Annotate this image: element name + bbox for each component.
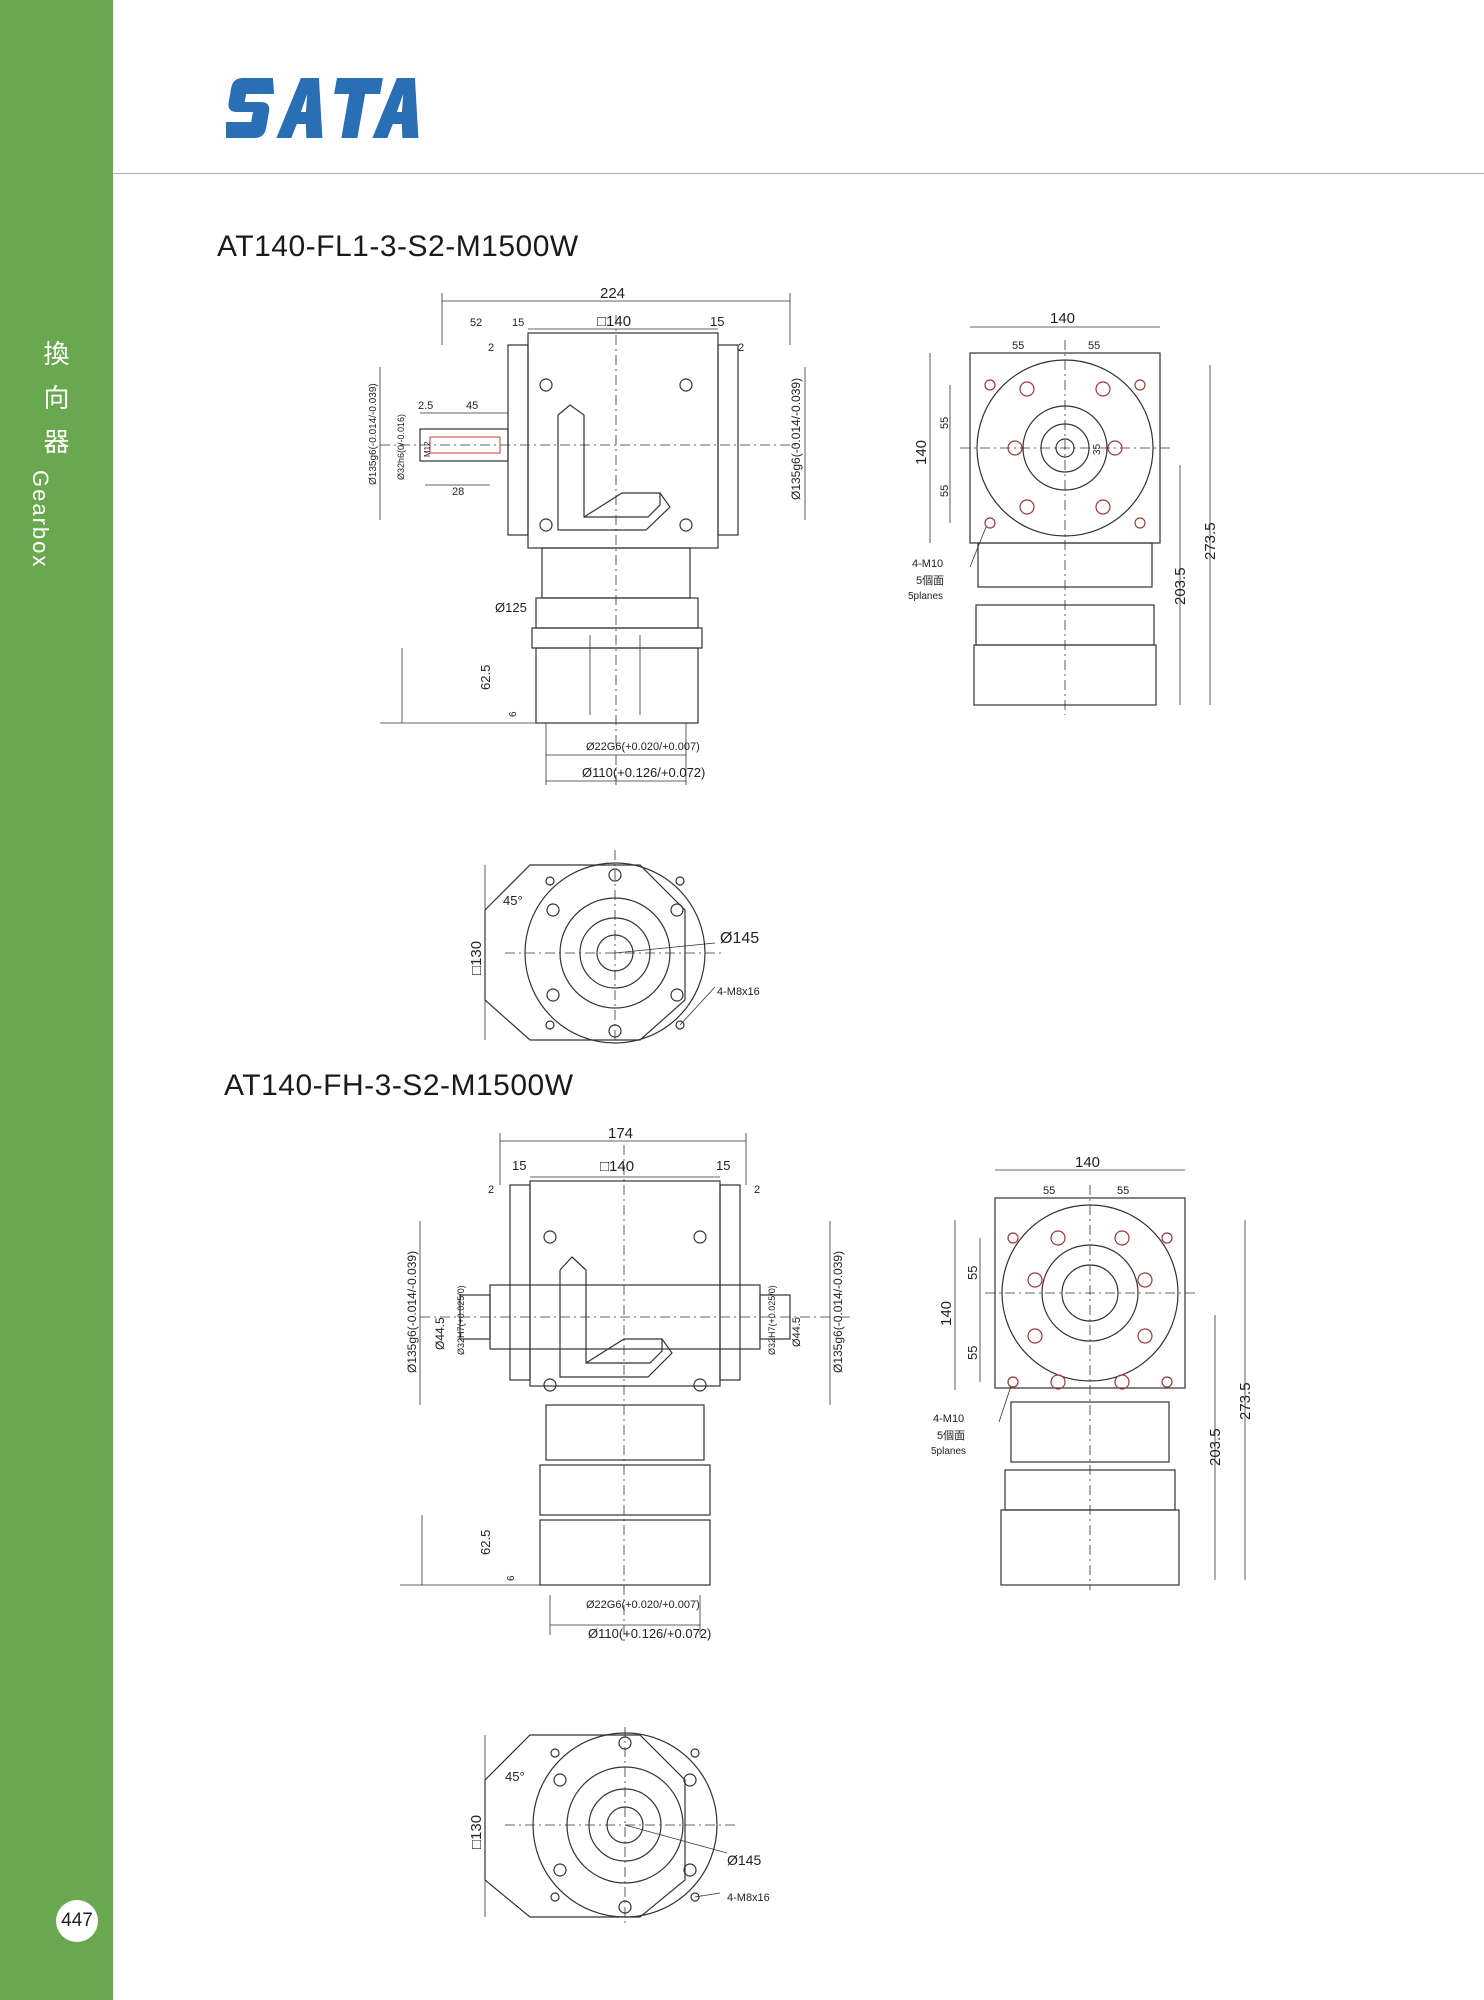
dim-hub-right: Ø44.5 bbox=[791, 1317, 803, 1347]
dim-flange-left: 52 bbox=[470, 317, 482, 329]
flange-pcd: Ø145 bbox=[720, 930, 759, 947]
dim-bore-right: Ø135g6(-0.014/-0.039) bbox=[789, 378, 803, 500]
end-height-total: 273.5 bbox=[1202, 522, 1219, 560]
dim-gap-left: 15 bbox=[512, 1158, 526, 1173]
dim-bore-left: Ø135g6(-0.014/-0.039) bbox=[405, 1251, 419, 1373]
end-tapped: 4-M10 bbox=[933, 1413, 964, 1425]
end-height-total: 273.5 bbox=[1237, 1382, 1254, 1420]
category-label-cn: 換 向 器 bbox=[43, 339, 70, 457]
flange-angle: 45° bbox=[505, 1769, 525, 1784]
end-planes-en: 5planes bbox=[931, 1446, 966, 1457]
model-title-2: AT140-FH-3-S2-M1500W bbox=[224, 1069, 574, 1102]
sata-logo bbox=[226, 78, 419, 138]
dim-bore-right: Ø135g6(-0.014/-0.039) bbox=[831, 1251, 845, 1373]
dim-square: □140 bbox=[600, 1158, 634, 1175]
dim-output-shaft: Ø22G6(+0.020/+0.007) bbox=[586, 741, 700, 753]
end-dim-height: 140 bbox=[938, 1301, 955, 1326]
page-number: 447 bbox=[56, 1900, 98, 1942]
dim-shaft-dia: Ø32h6(0/-0.016) bbox=[396, 414, 406, 480]
dim-hole-right: Ø32H7(+0.025/0) bbox=[767, 1285, 777, 1355]
end-dim-pitch-b: 55 bbox=[1088, 340, 1100, 352]
side-view-drawing-1: 224 52 15 □140 15 2 2 2.5 45 28 Ø135g6(-… bbox=[368, 285, 806, 785]
end-dim-width: 140 bbox=[1050, 310, 1075, 327]
dim-bore-left: Ø135g6(-0.014/-0.039) bbox=[368, 383, 379, 485]
dim-spigot: Ø110(+0.126/+0.072) bbox=[588, 1626, 711, 1641]
dim-gap-right: 15 bbox=[716, 1158, 730, 1173]
end-dim-pitch-a: 55 bbox=[1012, 340, 1024, 352]
dim-hole-left: Ø32H7(+0.025/0) bbox=[456, 1285, 466, 1355]
dim-gap-left: 15 bbox=[512, 317, 524, 329]
flange-holes: 4-M8x16 bbox=[727, 1892, 770, 1904]
dim-height: 62.5 bbox=[478, 665, 493, 690]
flange-pcd: Ø145 bbox=[727, 1852, 761, 1868]
end-planes-cn: 5個面 bbox=[937, 1429, 965, 1442]
dim-spigot: Ø110(+0.126/+0.072) bbox=[582, 765, 705, 780]
end-dim-pitch-b: 55 bbox=[1117, 1185, 1129, 1197]
side-view-drawing-2: 174 15 □140 15 2 2 Ø135g6(-0.014/-0.039)… bbox=[400, 1125, 850, 1645]
dim-flange-t: 6 bbox=[506, 1575, 517, 1581]
end-dim-key: 35 bbox=[1092, 443, 1103, 455]
dim-output-shaft: Ø22G6(+0.020/+0.007) bbox=[586, 1599, 700, 1611]
flange-view-drawing-2: □130 45° Ø145 4-M8x16 bbox=[468, 1727, 770, 1923]
dim-overall: 224 bbox=[600, 285, 625, 302]
end-planes-cn: 5個面 bbox=[916, 574, 944, 587]
dim-offset-right: 2 bbox=[754, 1184, 760, 1196]
dim-flange-t: 6 bbox=[508, 711, 519, 717]
dim-thread: M12 bbox=[423, 441, 432, 457]
dim-offset-right: 2 bbox=[738, 342, 744, 354]
dim-shaft-step: 2.5 bbox=[418, 400, 433, 412]
dim-overall: 174 bbox=[608, 1125, 633, 1142]
end-dim-width: 140 bbox=[1075, 1154, 1100, 1171]
model-title-1: AT140-FL1-3-S2-M1500W bbox=[217, 230, 579, 263]
dim-height: 62.5 bbox=[478, 1530, 493, 1555]
dim-gap-right: 15 bbox=[710, 314, 724, 329]
end-dim-pitch-v1: 55 bbox=[939, 417, 951, 429]
end-height-mid: 203.5 bbox=[1207, 1428, 1224, 1466]
dim-offset-left: 2 bbox=[488, 1184, 494, 1196]
dim-body-dia: Ø125 bbox=[495, 600, 527, 615]
end-dim-pitch-v2: 55 bbox=[939, 485, 951, 497]
dim-offset-left: 2 bbox=[488, 342, 494, 354]
end-height-mid: 203.5 bbox=[1172, 567, 1189, 605]
end-view-drawing-2: 140 55 55 140 55 55 4-M10 5個面 5planes 20… bbox=[931, 1154, 1254, 1590]
end-dim-pitch-a: 55 bbox=[1043, 1185, 1055, 1197]
end-dim-pitch-v2: 55 bbox=[965, 1346, 980, 1360]
end-dim-pitch-v1: 55 bbox=[965, 1266, 980, 1280]
dim-square: □140 bbox=[597, 313, 631, 330]
header-divider bbox=[113, 173, 1484, 174]
end-planes-en: 5planes bbox=[908, 591, 943, 602]
flange-square: □130 bbox=[468, 941, 485, 975]
dim-shaft-len: 45 bbox=[466, 400, 478, 412]
end-view-drawing-1: 140 55 55 140 55 55 35 4-M10 5個面 5planes… bbox=[908, 310, 1219, 715]
flange-holes: 4-M8x16 bbox=[717, 986, 760, 998]
flange-view-drawing-1: □130 45° Ø145 4-M8x16 bbox=[468, 850, 760, 1044]
flange-angle: 45° bbox=[503, 893, 523, 908]
flange-square: □130 bbox=[468, 1815, 485, 1849]
end-tapped: 4-M10 bbox=[912, 558, 943, 570]
dim-hub-left: Ø44.5 bbox=[433, 1317, 447, 1350]
category-sidebar: 換 向 器 Gearbox 447 bbox=[0, 0, 113, 2000]
category-label-en: Gearbox bbox=[28, 470, 53, 569]
end-dim-height: 140 bbox=[913, 440, 930, 465]
dim-key-len: 28 bbox=[452, 486, 464, 498]
